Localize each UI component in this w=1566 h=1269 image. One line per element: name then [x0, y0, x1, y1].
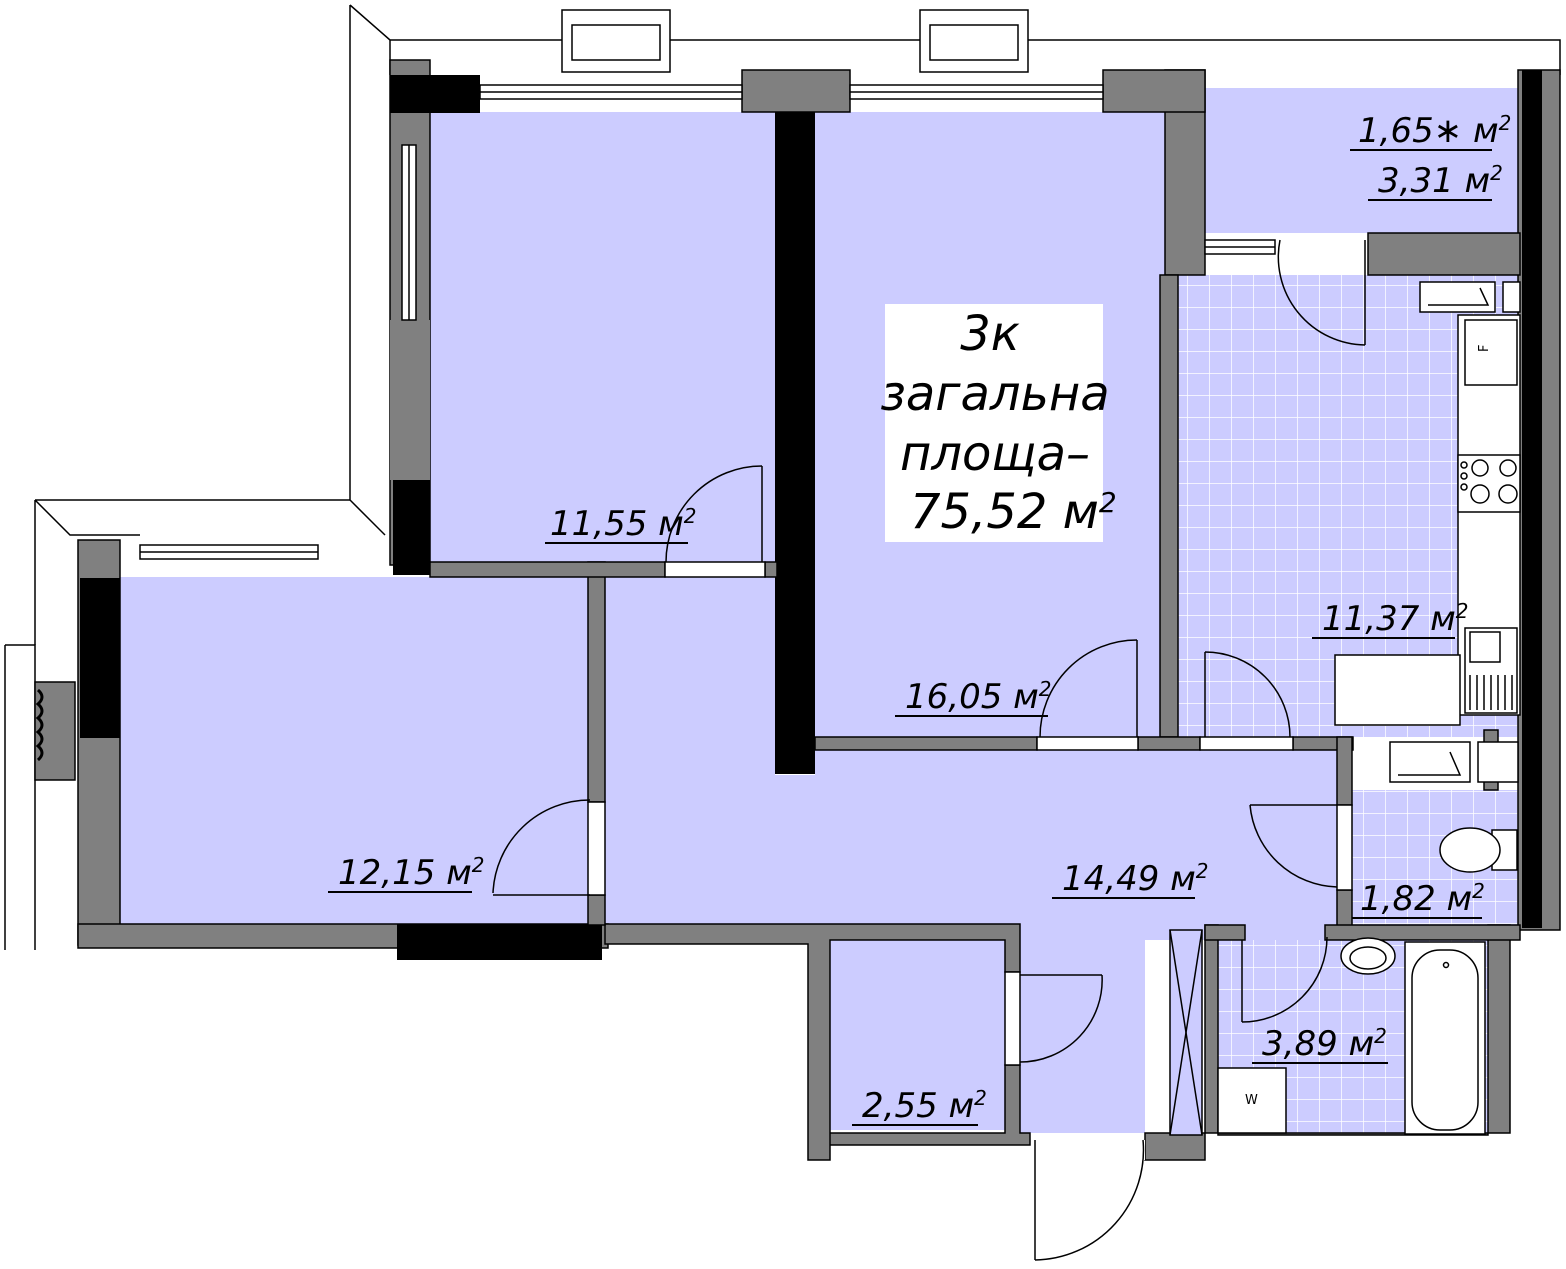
floor-room-left	[120, 577, 588, 924]
kitchen-fixtures	[1334, 281, 1521, 726]
title-line-total: загальна	[880, 366, 1109, 422]
radiator	[34, 681, 76, 781]
total-area-value: 75,52 м2	[910, 484, 1117, 540]
area-label-kitchen: 11,37 м2	[1322, 599, 1469, 639]
area-label-balcony: 3,31 м2	[1378, 161, 1503, 201]
floor-balcony	[1205, 88, 1520, 233]
area-label-toilet: 1,82 м2	[1360, 879, 1485, 919]
washer-label: W	[1245, 1093, 1258, 1108]
area-label-bathroom: 3,89 м2	[1262, 1024, 1387, 1064]
title-line-area: площа–	[900, 426, 1090, 482]
floor-storage	[830, 940, 1005, 1130]
room-area-labels: 11,55 м2 16,05 м2 12,15 м2 14,49 м2 2,55…	[328, 111, 1511, 1126]
floor-bedroom-top-left	[430, 112, 775, 562]
area-label-hallway: 14,49 м2	[1062, 859, 1209, 899]
area-label-balcony-reduced: 1,65∗ м2	[1358, 111, 1511, 151]
area-label-storage: 2,55 м2	[862, 1086, 987, 1126]
area-label-room-left: 12,15 м2	[338, 853, 485, 893]
walls	[77, 59, 1561, 1161]
total-area-panel	[885, 304, 1103, 542]
apartment-type: 3к	[960, 306, 1020, 362]
windows	[139, 9, 1276, 560]
area-label-bedroom-center: 16,05 м2	[905, 677, 1052, 717]
floor-hallway	[605, 577, 1340, 1133]
bathroom-fixtures	[1217, 741, 1519, 1135]
fridge-label: F	[1477, 345, 1492, 352]
doors	[492, 239, 1366, 1261]
area-label-bedroom-top-left: 11,55 м2	[550, 504, 697, 544]
